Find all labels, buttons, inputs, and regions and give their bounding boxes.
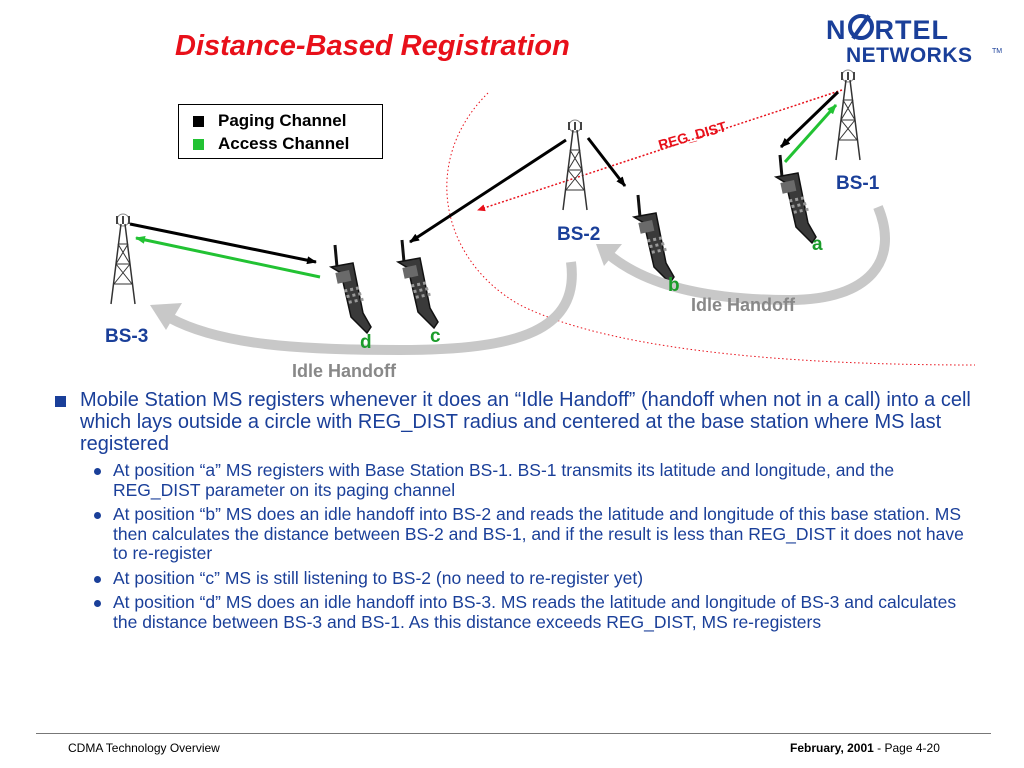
footer-date: February, 2001 xyxy=(790,741,874,755)
tower-bs2-icon xyxy=(562,119,588,211)
sub-bullet: At position “b” MS does an idle handoff … xyxy=(94,504,995,564)
bullet-list: Mobile Station MS registers whenever it … xyxy=(55,389,995,637)
sub-bullet: At position “a” MS registers with Base S… xyxy=(94,460,995,500)
logo-o-icon xyxy=(847,14,874,40)
paging-arrow-bs2-to-b xyxy=(586,137,627,187)
main-bullet-text: Mobile Station MS registers whenever it … xyxy=(80,389,971,455)
sub-bullet-list: At position “a” MS registers with Base S… xyxy=(94,460,995,632)
legend-label-paging: Paging Channel xyxy=(218,111,347,130)
dot-bullet-icon xyxy=(94,575,101,583)
footer-separator: - xyxy=(873,741,885,755)
main-bullet: Mobile Station MS registers whenever it … xyxy=(55,389,995,455)
sub-bullet-text: At position “d” MS does an idle handoff … xyxy=(113,592,957,632)
square-bullet-icon xyxy=(55,396,66,407)
label-position-b: b xyxy=(668,275,680,296)
tower-bs3-icon xyxy=(110,213,136,305)
slide-title: Distance-Based Registration xyxy=(175,30,570,62)
label-idle-handoff-1: Idle Handoff xyxy=(691,295,795,315)
sub-bullet-text: At position “c” MS is still listening to… xyxy=(113,567,644,588)
dot-bullet-icon xyxy=(94,512,101,519)
label-idle-handoff-2: Idle Handoff xyxy=(292,361,396,381)
footer-course-title: CDMA Technology Overview xyxy=(68,741,220,755)
footer-divider xyxy=(36,733,991,734)
logo-trademark: TM xyxy=(992,48,1003,55)
dot-bullet-icon xyxy=(94,600,101,607)
legend-swatch-paging xyxy=(193,115,204,127)
legend: Paging Channel Access Channel xyxy=(178,104,383,159)
access-arrow-d-to-bs3 xyxy=(135,235,321,279)
phone-d-icon xyxy=(329,243,373,335)
sub-bullet-text: At position “a” MS registers with Base S… xyxy=(113,460,895,500)
legend-item-access: Access Channel xyxy=(193,134,349,154)
legend-item-paging: Paging Channel xyxy=(193,111,346,131)
registration-diagram: REG_DIST xyxy=(110,69,976,366)
access-arrow-a-to-bs1 xyxy=(783,103,838,164)
label-position-a: a xyxy=(812,234,823,255)
idle-handoff-arrow-1-head xyxy=(596,244,622,266)
logo-bottom: NETWORKS xyxy=(846,44,973,67)
sub-bullet-text: At position “b” MS does an idle handoff … xyxy=(113,504,964,563)
label-bs1: BS-1 xyxy=(836,173,880,194)
label-position-d: d xyxy=(360,332,372,353)
phone-a-icon xyxy=(774,153,818,245)
legend-label-access: Access Channel xyxy=(218,134,350,153)
footer-page-info: February, 2001 - Page 4-20 xyxy=(790,741,940,755)
idle-handoff-arrow-2 xyxy=(167,261,577,356)
paging-arrow-bs3-to-d xyxy=(129,222,317,265)
tower-bs1-icon xyxy=(835,69,861,161)
paging-arrow-bs1-to-a xyxy=(779,90,840,149)
label-bs2: BS-2 xyxy=(557,224,601,245)
sub-bullet: At position “d” MS does an idle handoff … xyxy=(94,592,995,632)
sub-bullet: At position “c” MS is still listening to… xyxy=(94,567,995,589)
label-bs3: BS-3 xyxy=(105,326,149,347)
phone-c-icon xyxy=(396,238,440,330)
footer-page-number: Page 4-20 xyxy=(884,741,940,755)
dot-bullet-icon xyxy=(94,468,101,475)
paging-arrow-bs2-to-c xyxy=(409,138,567,244)
reg-dist-label: REG_DIST xyxy=(656,118,728,153)
idle-handoff-arrow-2-head xyxy=(150,303,182,330)
legend-swatch-access xyxy=(193,138,204,150)
idle-handoff-arrow-1 xyxy=(603,205,890,306)
label-position-c: c xyxy=(430,326,441,347)
